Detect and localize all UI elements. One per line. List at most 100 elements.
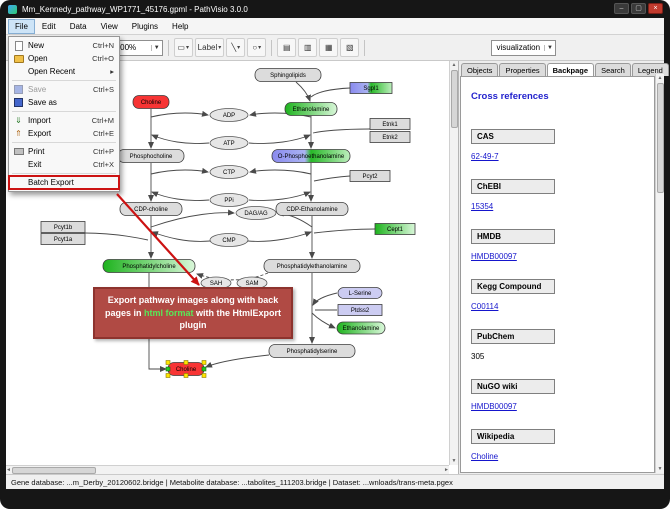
chevron-down-icon[interactable]: ▾ [258,45,262,51]
pathway-node-dag[interactable]: DAG/AG [235,206,277,220]
pathway-edge[interactable] [84,232,149,241]
tab-objects[interactable]: Objects [461,63,499,76]
pathway-node-pcyt2[interactable]: Pcyt2 [349,170,391,182]
pathway-node-sgpl1[interactable]: Sgpl1 [349,82,393,94]
align-horizontal-button[interactable]: ▤ [277,38,297,57]
selection-handle[interactable] [201,366,207,372]
scroll-up-icon[interactable]: ▲ [451,62,457,68]
pathway-node-etnk2[interactable]: Etnk2 [369,131,411,143]
pathway-edge[interactable] [150,167,209,175]
pathway-node-ppi[interactable]: PPi [209,193,249,207]
vertical-scroll-thumb[interactable] [450,70,458,128]
pathway-node-phosphocholine[interactable]: Phosphocholine [117,149,185,163]
pathway-edge[interactable] [151,191,210,201]
pathway-edge[interactable] [312,292,338,306]
pathway-node-cept1[interactable]: Cept1 [374,223,416,235]
close-button[interactable]: × [648,3,663,14]
label-tool[interactable]: Label▾ [194,38,225,57]
selection-handle[interactable] [183,373,189,378]
chevron-down-icon[interactable]: ▼ [150,44,160,51]
pathway-node-cdp-ethanolamine[interactable]: CDP-Ethanolamine [275,202,349,216]
pathway-node-pcyt1b[interactable]: Pcyt1b [40,221,86,233]
pathway-edge[interactable] [313,175,351,182]
line-tool[interactable]: ╲▾ [226,38,246,57]
pathway-node-choline-bottom[interactable]: Choline [165,360,207,378]
pathway-node-ctp[interactable]: CTP [209,165,249,179]
selection-handle[interactable] [165,373,171,378]
pathway-edge[interactable] [248,191,311,201]
menu-file[interactable]: File [8,18,35,34]
pathway-edge[interactable] [248,134,311,144]
pathway-edge[interactable] [295,81,311,102]
pathway-node-pcyt1a[interactable]: Pcyt1a [40,233,86,245]
tab-legend[interactable]: Legend [631,63,669,76]
tab-backpage[interactable]: Backpage [546,63,595,76]
menu-plugins[interactable]: Plugins [131,21,159,31]
pathway-edge[interactable] [311,312,336,329]
backpage-link[interactable]: C00114 [471,302,499,311]
pathway-edge[interactable] [151,134,210,144]
pathway-edge[interactable] [196,272,269,281]
chevron-down-icon[interactable]: ▼ [544,44,553,51]
distribute-button[interactable]: ▦ [319,38,339,57]
pathway-edge[interactable] [151,231,211,242]
pathway-edge[interactable] [310,87,351,98]
pathway-node-phosphatidylcholine[interactable]: Phosphatidylcholine [102,259,196,273]
pathway-node-ethanolamine-2[interactable]: Ethanolamine [336,321,386,335]
backpage-link[interactable]: 62-49-7 [471,152,499,161]
menu-data[interactable]: Data [69,21,87,31]
selection-handle[interactable] [165,366,171,372]
horizontal-scroll-thumb[interactable] [11,466,96,474]
scroll-right-icon[interactable]: ► [444,467,449,473]
file-menu-item-open-recent[interactable]: Open Recent▸ [9,65,119,78]
selection-handle[interactable] [201,360,207,365]
panel-scroll-up-icon[interactable]: ▲ [657,75,663,81]
backpage-link[interactable]: HMDB00097 [471,402,517,411]
canvas-horizontal-scrollbar[interactable]: ◄ ► [6,465,449,474]
selection-handle[interactable] [201,373,207,378]
scroll-left-icon[interactable]: ◄ [6,467,11,473]
menu-view[interactable]: View [100,21,118,31]
title-bar[interactable]: Mm_Kennedy_pathway_WP1771_45176.gpml - P… [0,0,670,18]
stack-button[interactable]: ▧ [340,38,360,57]
pathway-node-cmp[interactable]: CMP [209,233,249,247]
pathway-node-cdp-choline[interactable]: CDP-choline [119,202,183,216]
panel-scrollbar[interactable]: ▲ ▼ [655,74,664,473]
panel-scroll-thumb[interactable] [656,83,664,193]
pathway-node-o-phosphoethanolamine[interactable]: O-Phosphoethanolamine [271,149,351,163]
pathway-edge[interactable] [249,167,312,175]
pathway-node-phosphatidylserine[interactable]: Phosphatidylserine [268,344,356,358]
pathway-node-ethanolamine-top[interactable]: Ethanolamine [284,102,338,116]
pathway-node-sphingolipids[interactable]: Sphingolipids [254,68,322,82]
pathway-edge[interactable] [205,354,270,368]
align-vertical-button[interactable]: ▥ [298,38,318,57]
selection-handle[interactable] [165,360,171,365]
panel-scroll-down-icon[interactable]: ▼ [657,466,663,472]
menu-edit[interactable]: Edit [41,21,56,31]
pathway-edge[interactable] [247,231,312,242]
tab-properties[interactable]: Properties [499,63,546,76]
maximize-button[interactable]: ▢ [631,3,646,14]
backpage-link[interactable]: 15354 [471,202,494,211]
datanode-tool[interactable]: ▭▾ [173,38,193,57]
chevron-down-icon[interactable]: ▾ [237,45,241,51]
pathway-edge[interactable] [150,110,209,118]
pathway-node-ptdss2[interactable]: Ptdss2 [337,304,383,316]
visualization-combobox[interactable]: visualization▼ [491,39,556,56]
pathway-node-etnk1[interactable]: Etnk1 [369,118,411,130]
backpage-link[interactable]: HMDB00097 [471,252,517,261]
shape-tool[interactable]: ○▾ [247,38,267,57]
zoom-combobox[interactable]: 100%▼ [110,39,163,56]
pathway-node-adp[interactable]: ADP [209,108,249,122]
file-menu-item-save-as[interactable]: Save as [9,96,119,109]
pathway-edge[interactable] [313,228,376,234]
canvas-vertical-scrollbar[interactable]: ▲ ▼ [449,61,458,465]
tab-search[interactable]: Search [595,63,631,76]
chevron-down-icon[interactable]: ▾ [185,45,189,51]
pathway-node-choline-top[interactable]: Choline [132,95,170,109]
pathway-edge[interactable] [312,128,371,134]
